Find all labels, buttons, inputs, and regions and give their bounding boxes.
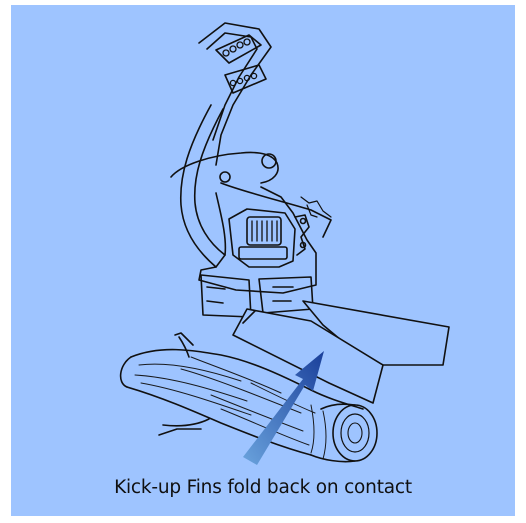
- caption: Kick-up Fins fold back on contact: [11, 477, 515, 498]
- illustration-panel: Kick-up Fins fold back on contact: [11, 5, 515, 516]
- strap-icon: [199, 23, 271, 165]
- fin-blade-icon: [233, 301, 449, 403]
- handle-icon: [181, 105, 225, 267]
- illustration-svg: [11, 5, 515, 516]
